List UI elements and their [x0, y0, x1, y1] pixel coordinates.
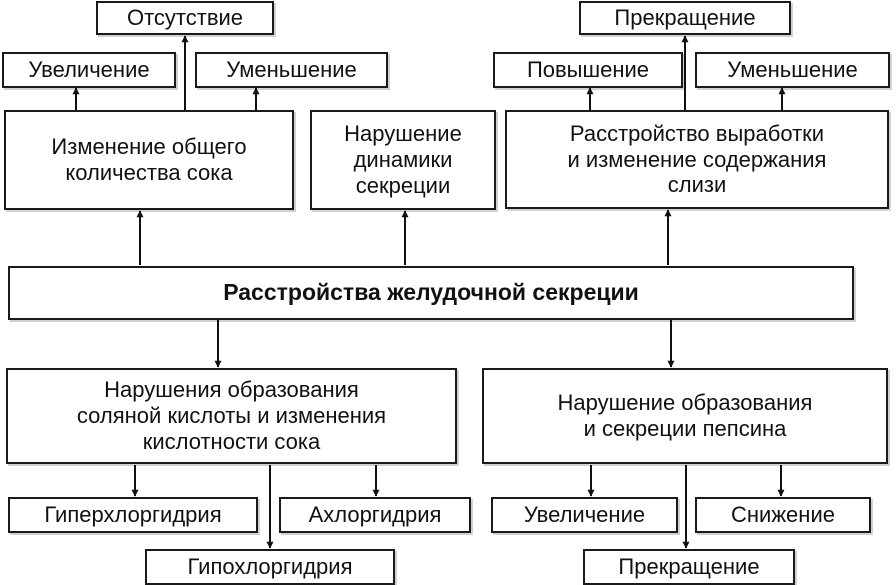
node-volume-decrease: Уменьшение	[195, 52, 388, 88]
node-hydrochloric-acid-disorder: Нарушения образования соляной кислоты и …	[6, 368, 457, 464]
node-hyperchlorhydria: Гиперхлоргидрия	[8, 497, 258, 533]
node-absence: Отсутствие	[96, 1, 274, 35]
node-volume-increase: Увеличение	[2, 52, 176, 88]
node-mucus-increase: Повышение	[493, 52, 683, 88]
node-pepsin-disorder: Нарушение образования и секреции пепсина	[482, 368, 888, 464]
node-mucus-decrease: Уменьшение	[695, 52, 890, 88]
node-mucus-cessation: Прекращение	[579, 1, 791, 35]
node-pepsin-increase: Увеличение	[491, 497, 678, 533]
node-hypochlorhydria: Гипохлоргидрия	[145, 549, 395, 585]
node-secretion-dynamics: Нарушение динамики секреции	[310, 110, 496, 210]
node-achlorhydria: Ахлоргидрия	[279, 497, 471, 533]
node-mucus-disorder: Расстройство выработки и изменение содер…	[505, 110, 889, 209]
node-root-gastric-secretion-disorders: Расстройства желудочной секреции	[8, 266, 854, 320]
node-juice-volume-change: Изменение общего количества сока	[4, 110, 294, 210]
node-pepsin-cessation: Прекращение	[583, 549, 795, 585]
node-pepsin-decrease: Снижение	[695, 497, 871, 533]
